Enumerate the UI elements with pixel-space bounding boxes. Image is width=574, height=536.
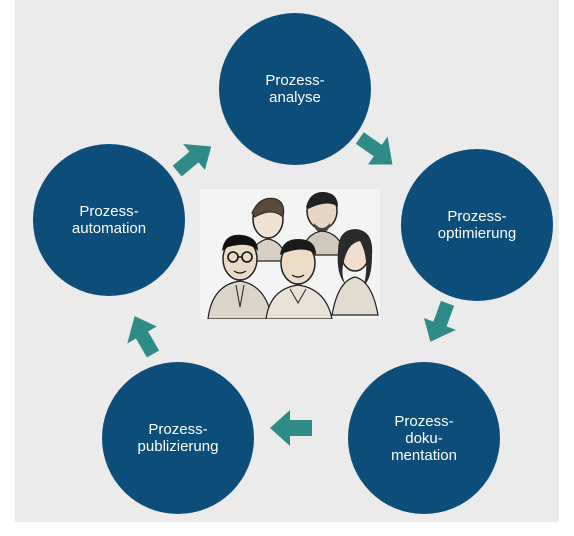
node-prozessdokumentation: Prozess- doku- mentation	[348, 362, 500, 514]
node-label-prozesspublizierung: Prozess- publizierung	[137, 421, 219, 455]
node-prozessanalyse: Prozess- analyse	[219, 13, 371, 165]
arrow-publizierung-to-automation-icon	[127, 316, 160, 358]
node-label-prozessanalyse: Prozess- analyse	[265, 72, 325, 106]
arrow-automation-to-analyse-icon	[172, 143, 212, 177]
node-label-prozessdokumentation: Prozess- doku- mentation	[391, 412, 457, 464]
arrow-optimierung-to-dokumentation-icon	[424, 300, 456, 342]
node-prozesspublizierung: Prozess- publizierung	[102, 362, 254, 514]
arrow-analyse-to-optimierung-icon	[355, 132, 393, 165]
node-prozessautomation: Prozess- automation	[33, 144, 185, 296]
arrow-dokumentation-to-publizierung-icon	[270, 410, 312, 446]
node-label-prozessoptimierung: Prozess- optimierung	[437, 208, 517, 242]
node-prozessoptimierung: Prozess- optimierung	[401, 149, 553, 301]
node-label-prozessautomation: Prozess- automation	[71, 203, 147, 237]
group-of-people-illustration-icon	[200, 189, 380, 319]
